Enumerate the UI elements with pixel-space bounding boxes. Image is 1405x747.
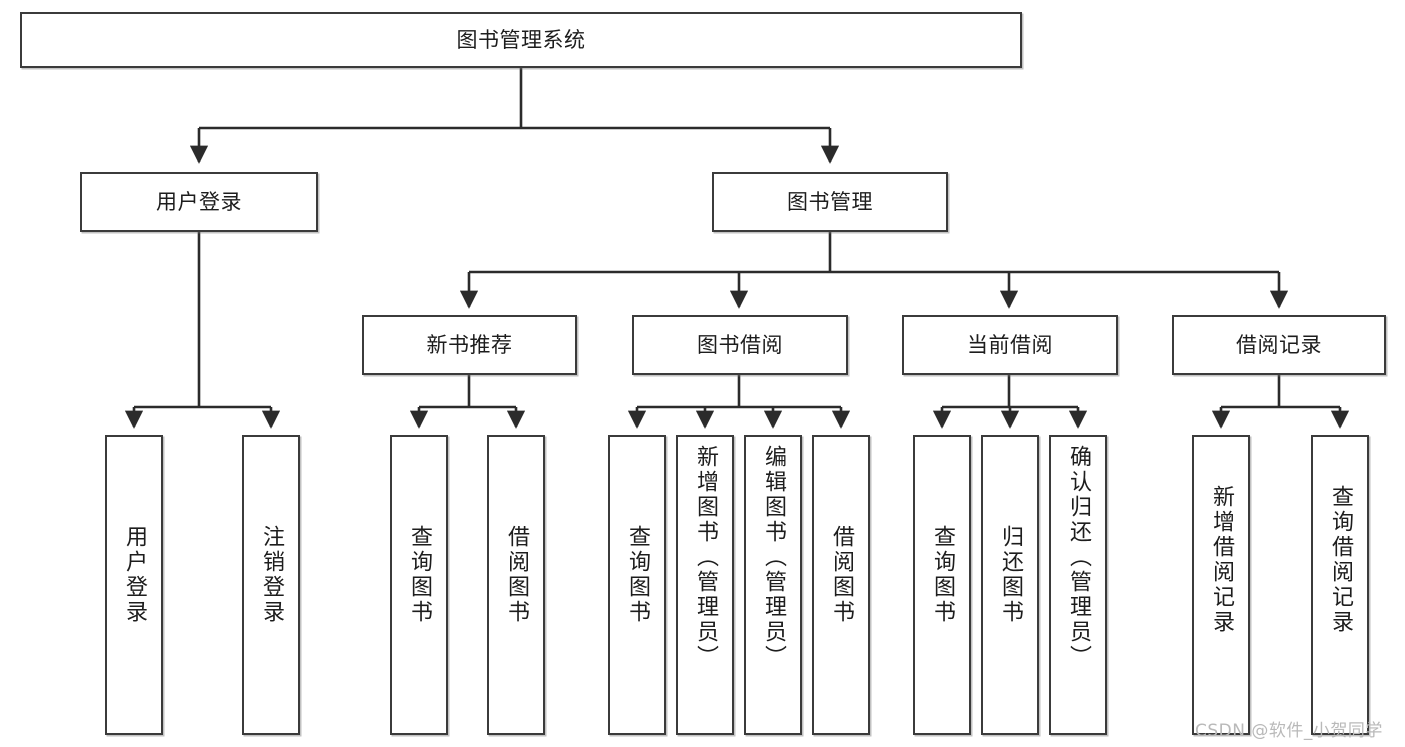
- leaf-return-book-label: 归还图书: [998, 525, 1023, 625]
- leaf-query-record-label: 查询借阅记录: [1328, 485, 1353, 635]
- leaf-borrow-book-1[interactable]: 借阅图书: [487, 435, 545, 735]
- leaf-add-record[interactable]: 新增借阅记录: [1192, 435, 1250, 735]
- leaf-query-book-1-label: 查询图书: [407, 525, 432, 625]
- node-new-book-recommend[interactable]: 新书推荐: [362, 315, 577, 375]
- leaf-logout[interactable]: 注销登录: [242, 435, 300, 735]
- node-user-login-label: 用户登录: [156, 189, 242, 214]
- leaf-user-login-label: 用户登录: [122, 525, 147, 625]
- leaf-add-book-label: 新增图书（管理员）: [693, 445, 718, 670]
- leaf-query-book-2[interactable]: 查询图书: [608, 435, 666, 735]
- watermark-text: CSDN @软件_小贺同学: [1195, 721, 1383, 741]
- leaf-borrow-book-2[interactable]: 借阅图书: [812, 435, 870, 735]
- node-root[interactable]: 图书管理系统: [20, 12, 1022, 68]
- node-new-book-recommend-label: 新书推荐: [426, 332, 513, 357]
- leaf-confirm-return-label: 确认归还（管理员）: [1066, 445, 1091, 670]
- node-book-manage[interactable]: 图书管理: [712, 172, 948, 232]
- node-book-borrow[interactable]: 图书借阅: [632, 315, 848, 375]
- node-borrow-record[interactable]: 借阅记录: [1172, 315, 1386, 375]
- node-current-borrow[interactable]: 当前借阅: [902, 315, 1118, 375]
- node-current-borrow-label: 当前借阅: [967, 332, 1053, 357]
- leaf-edit-book-label: 编辑图书（管理员）: [761, 445, 786, 670]
- leaf-return-book[interactable]: 归还图书: [981, 435, 1039, 735]
- leaf-query-book-3-label: 查询图书: [930, 525, 955, 625]
- leaf-user-login[interactable]: 用户登录: [105, 435, 163, 735]
- leaf-edit-book[interactable]: 编辑图书（管理员）: [744, 435, 802, 735]
- node-user-login[interactable]: 用户登录: [80, 172, 318, 232]
- node-root-label: 图书管理系统: [456, 27, 586, 52]
- node-borrow-record-label: 借阅记录: [1236, 332, 1322, 357]
- leaf-add-book[interactable]: 新增图书（管理员）: [676, 435, 734, 735]
- leaf-query-book-1[interactable]: 查询图书: [390, 435, 448, 735]
- leaf-query-book-2-label: 查询图书: [625, 525, 650, 625]
- leaf-query-record[interactable]: 查询借阅记录: [1311, 435, 1369, 735]
- leaf-confirm-return[interactable]: 确认归还（管理员）: [1049, 435, 1107, 735]
- node-book-manage-label: 图书管理: [787, 189, 873, 214]
- leaf-logout-label: 注销登录: [259, 525, 284, 625]
- leaf-add-record-label: 新增借阅记录: [1209, 485, 1234, 635]
- node-book-borrow-label: 图书借阅: [697, 332, 783, 357]
- leaf-query-book-3[interactable]: 查询图书: [913, 435, 971, 735]
- leaf-borrow-book-2-label: 借阅图书: [829, 525, 854, 625]
- leaf-borrow-book-1-label: 借阅图书: [504, 525, 529, 625]
